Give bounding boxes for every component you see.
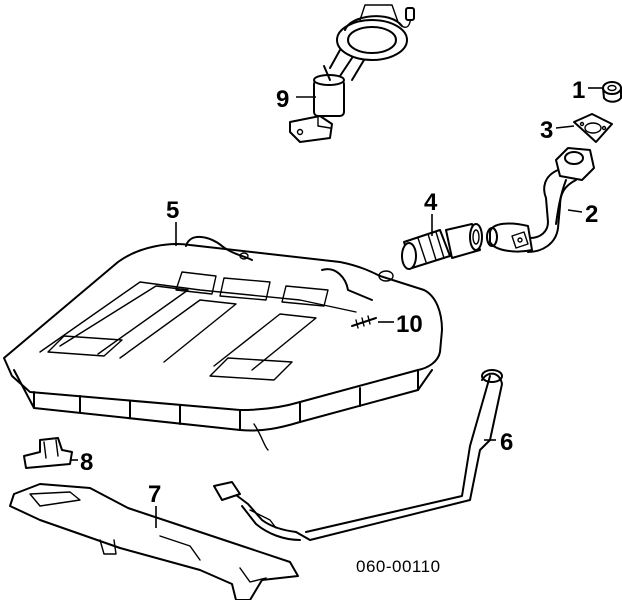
callout-10: 10 (396, 311, 423, 338)
part-1-cap (602, 81, 622, 103)
callout-7: 7 (148, 481, 161, 508)
callout-6: 6 (500, 429, 513, 456)
leader-lines (70, 87, 602, 528)
part-7-support-rail (9, 483, 299, 600)
part-6-tank-strap (213, 369, 503, 541)
callout-3: 3 (540, 117, 553, 144)
part-8-bracket (23, 437, 73, 469)
part-4-filler-hose (401, 223, 483, 270)
part-2-filler-neck (486, 147, 595, 253)
part-3-gasket (573, 113, 613, 143)
callout-2: 2 (585, 201, 598, 228)
callout-8: 8 (80, 449, 93, 476)
callout-labels: 1 2 3 4 5 6 7 8 9 10 (80, 77, 598, 508)
drawing-code: 060-00110 (356, 557, 441, 576)
part-9-fuel-pump-sender (289, 4, 415, 143)
callout-1: 1 (572, 77, 585, 104)
callout-4: 4 (424, 189, 438, 216)
callout-9: 9 (276, 86, 289, 113)
callout-5: 5 (166, 197, 179, 224)
part-10-clip (351, 315, 377, 329)
part-5-fuel-tank (3, 236, 443, 451)
